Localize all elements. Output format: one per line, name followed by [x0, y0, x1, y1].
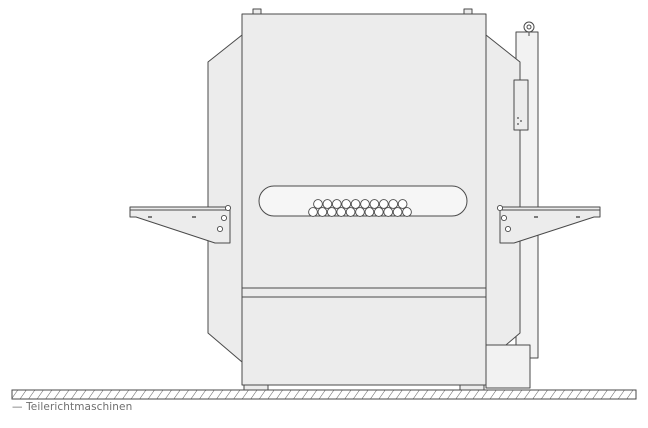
roller	[326, 207, 337, 217]
roller	[331, 199, 342, 209]
left-side-housing	[207, 34, 243, 363]
roller	[355, 207, 365, 217]
caption-text: Teilerichtmaschinen	[26, 401, 133, 413]
roller	[345, 207, 356, 217]
divider-band	[241, 287, 487, 298]
top-bolt-right	[463, 8, 473, 15]
roller	[369, 199, 380, 209]
figure-caption: — Teilerichtmaschinen	[12, 401, 132, 413]
floor-hatching	[11, 389, 637, 400]
roller	[388, 199, 399, 209]
roller	[317, 207, 328, 217]
lower-rollers	[308, 207, 412, 217]
main-body-lower	[241, 296, 487, 386]
roller	[360, 199, 370, 209]
roller	[313, 199, 323, 209]
roller	[373, 207, 384, 217]
roller	[378, 199, 389, 209]
foot-left	[243, 384, 269, 391]
control-panel	[513, 79, 529, 131]
lifting-eye-icon	[523, 21, 535, 36]
machine-drawing	[11, 8, 637, 400]
roller	[383, 207, 394, 217]
roller	[364, 207, 375, 217]
roller	[350, 199, 361, 209]
caption-dash: —	[12, 401, 23, 413]
upper-rollers	[313, 199, 408, 209]
left-infeed-table	[129, 206, 231, 244]
right-outfeed-table	[499, 206, 601, 244]
main-body-upper	[241, 13, 487, 289]
right-cabinet	[485, 344, 531, 389]
top-bolt-left	[252, 8, 262, 15]
roller	[392, 207, 403, 217]
roller	[336, 207, 347, 217]
roller	[402, 207, 412, 217]
roller	[341, 199, 352, 209]
roller	[397, 199, 408, 209]
foot-right	[459, 384, 485, 391]
roller	[322, 199, 333, 209]
roller	[308, 207, 318, 217]
